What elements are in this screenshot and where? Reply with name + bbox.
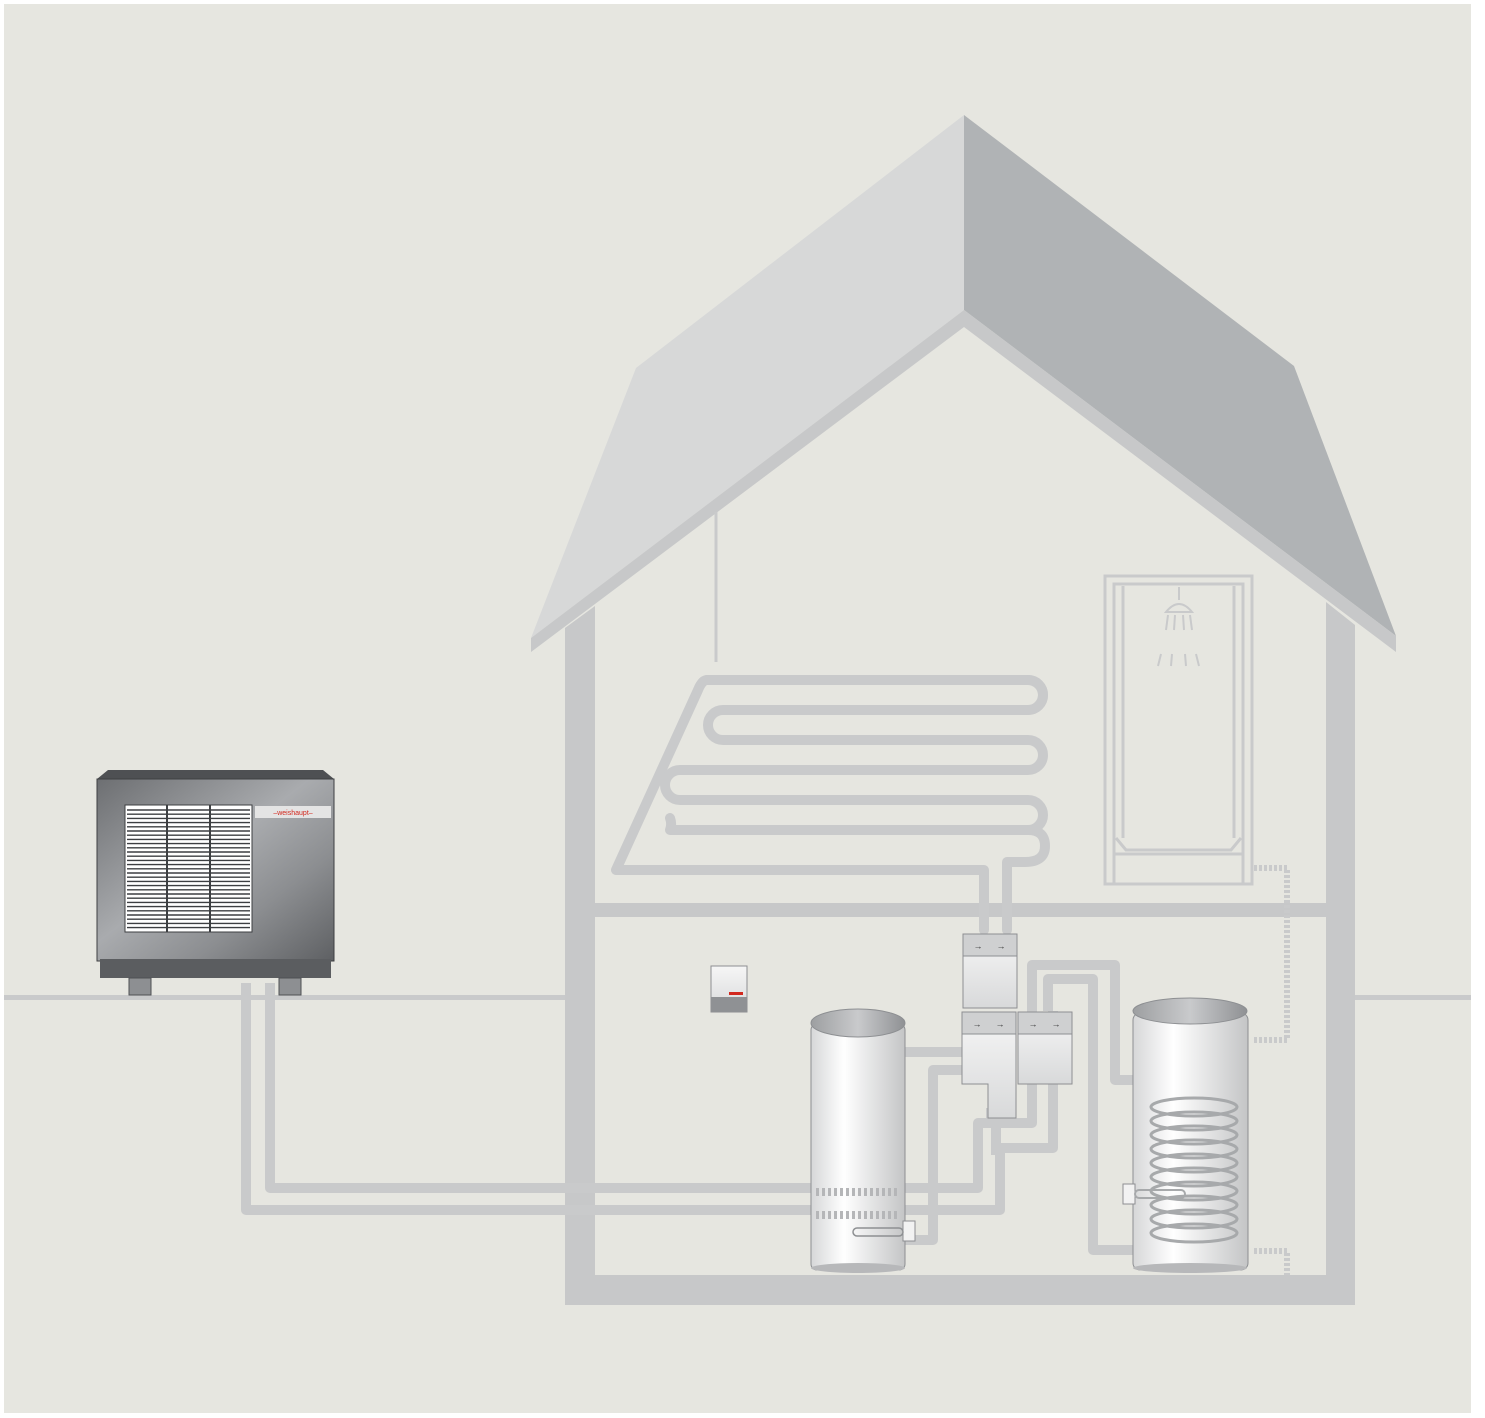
buffer-tank xyxy=(810,1008,916,1273)
brand-logo: –weishaupt– xyxy=(273,810,312,817)
wall-controller xyxy=(710,965,748,1013)
brand-plate xyxy=(255,806,331,818)
svg-text:→: → xyxy=(997,941,1006,951)
shower-cabin xyxy=(1103,574,1254,886)
pump-group-right: → → xyxy=(1017,1011,1073,1085)
svg-text:→: → xyxy=(1052,1019,1061,1029)
heat-pump-pipes xyxy=(241,960,1137,1255)
pump-group-left: → → xyxy=(961,1011,1017,1119)
svg-text:→: → xyxy=(973,1019,982,1029)
dhw-cylinder xyxy=(1122,997,1249,1273)
house-walls xyxy=(565,602,1355,1305)
outdoor-heat-pump: –weishaupt– xyxy=(96,770,335,996)
pump-group-top: → → xyxy=(962,933,1018,1009)
shower-head-icon xyxy=(1157,587,1200,667)
svg-text:→: → xyxy=(1029,1019,1038,1029)
dhw-dashed-pipes xyxy=(1254,865,1290,1275)
svg-text:→: → xyxy=(996,1019,1005,1029)
fan-grille xyxy=(124,804,253,933)
svg-text:→: → xyxy=(974,941,983,951)
underfloor-heating-loop xyxy=(611,675,1050,935)
house-roof xyxy=(531,115,1396,652)
ground-line xyxy=(4,995,1471,1000)
